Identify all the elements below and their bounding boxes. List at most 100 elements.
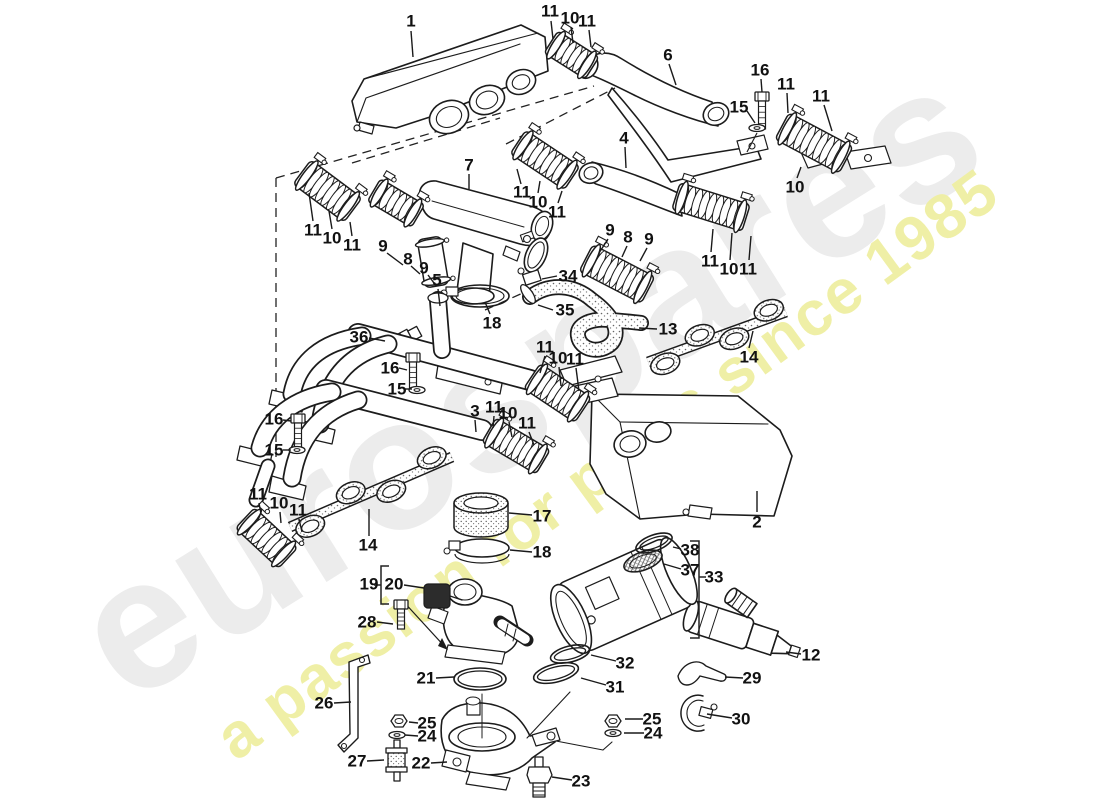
leader-line <box>729 232 733 261</box>
part-label-10[interactable]: 10 <box>499 404 518 423</box>
part-label-1[interactable]: 1 <box>406 12 415 31</box>
part-label-14[interactable]: 14 <box>359 536 378 555</box>
part-label-4[interactable]: 4 <box>619 129 629 148</box>
part-label-16[interactable]: 16 <box>381 359 400 378</box>
leader-line <box>706 713 733 719</box>
part-label-11[interactable]: 11 <box>701 252 719 271</box>
part-label-11[interactable]: 11 <box>536 338 554 357</box>
part-label-10[interactable]: 10 <box>529 193 548 212</box>
leader-line <box>639 247 648 262</box>
part-label-30[interactable]: 30 <box>732 710 751 729</box>
part-label-29[interactable]: 29 <box>743 669 762 688</box>
part-label-36[interactable]: 36 <box>350 328 369 347</box>
part-label-16[interactable]: 16 <box>751 61 770 80</box>
part-label-15[interactable]: 15 <box>730 98 749 117</box>
part-label-6[interactable]: 6 <box>663 46 672 65</box>
part-label-10[interactable]: 10 <box>549 349 568 368</box>
part-label-14[interactable]: 14 <box>740 348 759 367</box>
part-label-9[interactable]: 9 <box>419 259 428 278</box>
part-label-21[interactable]: 21 <box>417 669 436 688</box>
leader-line <box>410 30 414 58</box>
part-label-25[interactable]: 25 <box>643 710 662 729</box>
part-label-23[interactable]: 23 <box>572 772 591 791</box>
part-label-2[interactable]: 2 <box>752 513 761 532</box>
part-label-8[interactable]: 8 <box>623 228 632 247</box>
part-label-5[interactable]: 5 <box>432 271 441 290</box>
flange-bolt-16 <box>754 91 770 130</box>
leader-line <box>575 367 580 392</box>
part-label-11[interactable]: 11 <box>343 236 361 255</box>
part-label-11[interactable]: 11 <box>812 87 830 106</box>
leader-line <box>404 734 419 737</box>
hose-clamp <box>576 41 605 80</box>
part-label-31[interactable]: 31 <box>606 678 625 697</box>
part-label-25[interactable]: 25 <box>418 714 437 733</box>
hose-tpipe-left <box>368 169 431 228</box>
part-label-28[interactable]: 28 <box>358 613 377 632</box>
part-label-10[interactable]: 10 <box>720 260 739 279</box>
part-label-34[interactable]: 34 <box>559 267 578 286</box>
leader-line <box>279 511 282 524</box>
part-label-10[interactable]: 10 <box>270 494 289 513</box>
hose-clamp <box>830 132 859 174</box>
part-label-35[interactable]: 35 <box>556 301 575 320</box>
leader-line <box>746 110 756 124</box>
part-label-9[interactable]: 9 <box>644 230 653 249</box>
part-label-11[interactable]: 11 <box>289 501 307 520</box>
part-label-27[interactable]: 27 <box>348 752 367 771</box>
part-label-7[interactable]: 7 <box>464 156 473 175</box>
part-label-24[interactable]: 24 <box>644 724 663 743</box>
part-label-13[interactable]: 13 <box>659 320 678 339</box>
hose-airbox-to-pipe6 <box>544 22 605 80</box>
part-label-8[interactable]: 8 <box>403 250 412 269</box>
part-label-11[interactable]: 11 <box>777 75 795 94</box>
part-label-11[interactable]: 11 <box>566 350 584 369</box>
part-label-10[interactable]: 10 <box>323 229 342 248</box>
part-label-26[interactable]: 26 <box>315 694 334 713</box>
part-label-15[interactable]: 15 <box>388 380 407 399</box>
leader-line <box>349 221 353 237</box>
part-label-22[interactable]: 22 <box>412 754 431 773</box>
part-label-15[interactable]: 15 <box>265 441 284 460</box>
part-label-11[interactable]: 11 <box>541 2 559 21</box>
part-label-11[interactable]: 11 <box>518 414 536 433</box>
leader-line <box>724 676 744 679</box>
part-label-17[interactable]: 17 <box>533 507 552 526</box>
part-label-12[interactable]: 12 <box>802 646 821 665</box>
part-label-18[interactable]: 18 <box>483 314 502 333</box>
hose-clamp <box>403 189 431 228</box>
hose-clamp <box>369 169 397 208</box>
part-label-16[interactable]: 16 <box>265 410 284 429</box>
leader-line <box>410 265 421 275</box>
part-label-11[interactable]: 11 <box>485 398 503 417</box>
part-label-11[interactable]: 11 <box>513 183 531 202</box>
part-label-20[interactable]: 20 <box>385 575 404 594</box>
part-label-9[interactable]: 9 <box>378 237 387 256</box>
part-label-37[interactable]: 37 <box>681 561 700 580</box>
hose-clamp <box>484 409 513 449</box>
part-label-11[interactable]: 11 <box>578 12 596 31</box>
part-label-11[interactable]: 11 <box>548 203 566 222</box>
part-label-11[interactable]: 11 <box>249 485 267 504</box>
part-label-3[interactable]: 3 <box>470 402 479 421</box>
part-label-38[interactable]: 38 <box>681 541 700 560</box>
part-label-10[interactable]: 10 <box>561 9 580 28</box>
hose-clamp <box>546 22 575 60</box>
part-label-9[interactable]: 9 <box>605 221 614 240</box>
part-label-33[interactable]: 33 <box>705 568 724 587</box>
part-label-19[interactable]: 19 <box>360 575 379 594</box>
part-label-18[interactable]: 18 <box>533 543 552 562</box>
part-label-24[interactable]: 24 <box>418 727 437 746</box>
part-label-11[interactable]: 11 <box>739 260 757 279</box>
leader-line <box>672 546 682 550</box>
o-ring-32 <box>549 644 591 664</box>
air-flow-meter <box>549 536 698 655</box>
bolt-28 <box>393 599 409 630</box>
part-label-11[interactable]: 11 <box>304 221 322 240</box>
part-label-32[interactable]: 32 <box>616 654 635 673</box>
injector-clip <box>677 661 727 686</box>
air-filter-element <box>453 492 509 538</box>
hose-clamp <box>777 103 806 146</box>
part-label-10[interactable]: 10 <box>786 178 805 197</box>
leader-line <box>624 146 627 169</box>
